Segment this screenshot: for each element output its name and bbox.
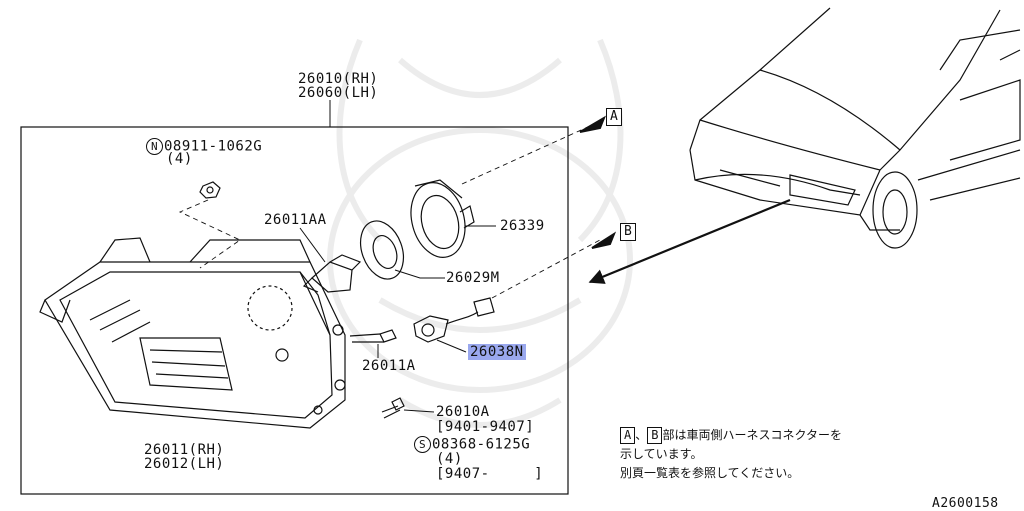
bolt-leader (403, 409, 435, 413)
socket-leader (436, 339, 467, 353)
nut-part (199, 181, 221, 199)
lens-lh-label: 26012(LH) (144, 456, 225, 472)
bolt-label: 26010A (436, 404, 490, 420)
socket-cover-label: 26339 (500, 218, 545, 234)
note-line2: 示しています。 (620, 447, 703, 461)
note-line3: 別頁一覧表を参照してください。 (620, 466, 800, 480)
connector-a-dashed-line (461, 125, 591, 185)
connector-b-callout: B (620, 223, 637, 241)
arrow-to-b (591, 231, 617, 249)
headlamp-housing (39, 237, 346, 429)
bolt-range: [9401-9407] (436, 419, 535, 435)
lens-rh-label: 26011(RH) (144, 442, 225, 458)
socket-harness-highlight: 26038N (468, 344, 526, 360)
assembly-lh-label: 26060(LH) (298, 85, 379, 101)
note-line1: 部は車両側ハーネスコネクターを (662, 428, 843, 442)
assembly-frame (20, 126, 569, 495)
retainer-ring (359, 220, 405, 280)
nut-symbol: N (146, 138, 163, 155)
main-bulb (302, 254, 362, 293)
connector-b-dashed-line (491, 239, 601, 299)
location-arrow (588, 198, 791, 284)
nut-part-number: 08911-1062G (164, 138, 263, 155)
socket-harness-label: 26038N (468, 344, 526, 360)
figure-code: A2600158 (932, 496, 999, 511)
main-bulb-label: 26011AA (264, 212, 327, 228)
nut-guide-dashed (178, 199, 241, 269)
arrow-to-a (579, 115, 607, 133)
sub-bulb-label: 26011A (362, 358, 416, 374)
screw-part-number: 08368-6125G (432, 436, 531, 453)
retainer-label: 26029M (446, 270, 500, 286)
bolt-part (381, 397, 405, 419)
screw-range: [9407- ] (436, 466, 544, 482)
retainer-leader (394, 269, 445, 279)
screw-symbol: S (414, 436, 431, 453)
note-separator: 、 (635, 428, 648, 442)
note-box-b: B (647, 427, 663, 444)
screw-qty: (4) (436, 451, 463, 467)
sub-bulb (349, 329, 397, 343)
car-front-view (689, 7, 1021, 249)
socket-cover (410, 179, 475, 258)
assembly-rh-label: 26010(RH) (298, 71, 379, 87)
watermark-logo (327, 38, 633, 428)
note-box-a: A (620, 427, 636, 444)
connector-a-callout: A (606, 108, 623, 126)
socket-harness (413, 297, 495, 343)
nut-qty: (4) (166, 151, 193, 167)
bulb-leader (299, 227, 326, 263)
